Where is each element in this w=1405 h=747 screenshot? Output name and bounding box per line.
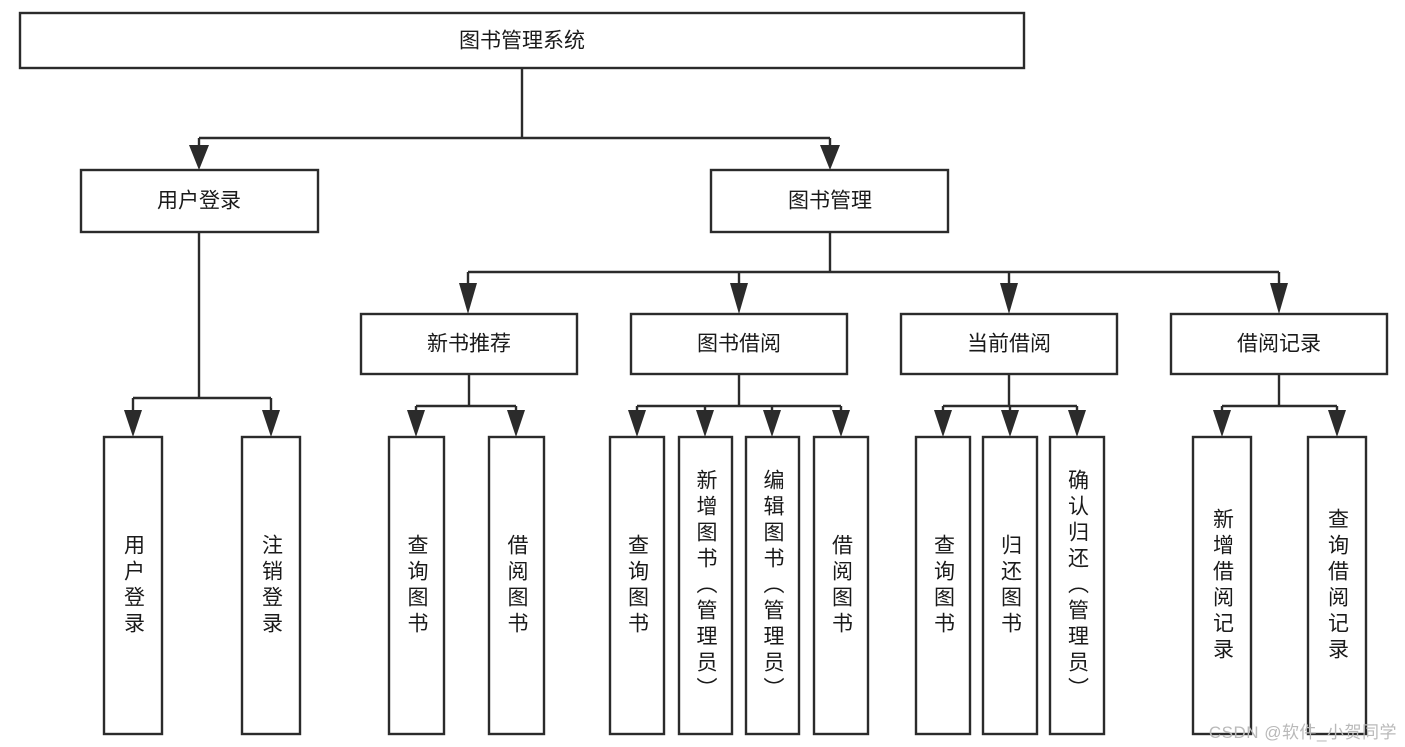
arrow-head-icon — [763, 410, 781, 437]
arrow-head-icon — [124, 410, 142, 437]
arrow-head-icon — [1000, 283, 1018, 314]
node-level2-0[interactable]: 用户登录 — [79, 168, 320, 234]
watermark-text: CSDN @软件_小贺同学 — [1208, 723, 1397, 742]
arrow-head-icon — [1270, 283, 1288, 314]
node-level2-1[interactable]: 图书管理 — [709, 168, 950, 234]
arrow-head-icon — [628, 410, 646, 437]
edge-borrow-to-leaves — [628, 374, 850, 437]
node-level3-1-label: 图书借阅 — [697, 333, 781, 356]
node-level3-0-label: 新书推荐 — [427, 333, 511, 356]
node-level3-1[interactable]: 图书借阅 — [629, 312, 849, 376]
node-leaf-6-box[interactable] — [744, 435, 801, 736]
node-level2-0-label: 用户登录 — [157, 190, 241, 213]
node-leaf-8-box[interactable] — [914, 435, 972, 736]
node-level2-0-box[interactable] — [79, 168, 320, 234]
arrow-head-icon — [934, 410, 952, 437]
arrow-head-icon — [262, 410, 280, 437]
node-level3-2[interactable]: 当前借阅 — [899, 312, 1119, 376]
arrow-head-icon — [407, 410, 425, 437]
arrow-head-icon — [820, 145, 840, 170]
edge-root-to-level2 — [189, 68, 840, 170]
node-leaf-0-box[interactable] — [102, 435, 164, 736]
node-leaf-11-box[interactable] — [1191, 435, 1253, 736]
node-leaf-10-box[interactable] — [1048, 435, 1106, 736]
arrow-head-icon — [507, 410, 525, 437]
edge-newbook-to-leaves — [407, 374, 525, 437]
edge-record-to-leaves — [1213, 374, 1346, 437]
node-level2-1-label: 图书管理 — [788, 190, 872, 213]
node-leaf-4-box[interactable] — [608, 435, 666, 736]
node-leaf-1-box[interactable] — [240, 435, 302, 736]
node-leaf-7-box[interactable] — [812, 435, 870, 736]
node-level3-2-label: 当前借阅 — [967, 333, 1051, 356]
node-root-box[interactable] — [18, 11, 1026, 70]
arrow-head-icon — [730, 283, 748, 314]
edge-bookmgmt-to-level3 — [459, 232, 1288, 314]
arrow-head-icon — [1328, 410, 1346, 437]
arrow-head-icon — [696, 410, 714, 437]
node-leaf-2-box[interactable] — [387, 435, 446, 736]
node-level3-0-box[interactable] — [359, 312, 579, 376]
node-level3-0[interactable]: 新书推荐 — [359, 312, 579, 376]
edge-userlogin-to-leaves — [124, 232, 280, 437]
node-leaf-3-box[interactable] — [487, 435, 546, 736]
arrow-head-icon — [459, 283, 477, 314]
node-leaf-12-box[interactable] — [1306, 435, 1368, 736]
node-leaf-5-box[interactable] — [677, 435, 734, 736]
node-leaf-9-box[interactable] — [981, 435, 1039, 736]
arrow-head-icon — [832, 410, 850, 437]
arrow-head-icon — [1001, 410, 1019, 437]
node-root-label: 图书管理系统 — [459, 30, 585, 53]
arrow-head-icon — [1213, 410, 1231, 437]
node-level3-2-box[interactable] — [899, 312, 1119, 376]
node-level3-3-label: 借阅记录 — [1237, 333, 1321, 356]
arrow-head-icon — [1068, 410, 1086, 437]
node-level3-3[interactable]: 借阅记录 — [1169, 312, 1389, 376]
node-root[interactable]: 图书管理系统 — [18, 11, 1026, 70]
arrow-head-icon — [189, 145, 209, 170]
edge-current-to-leaves — [934, 374, 1086, 437]
